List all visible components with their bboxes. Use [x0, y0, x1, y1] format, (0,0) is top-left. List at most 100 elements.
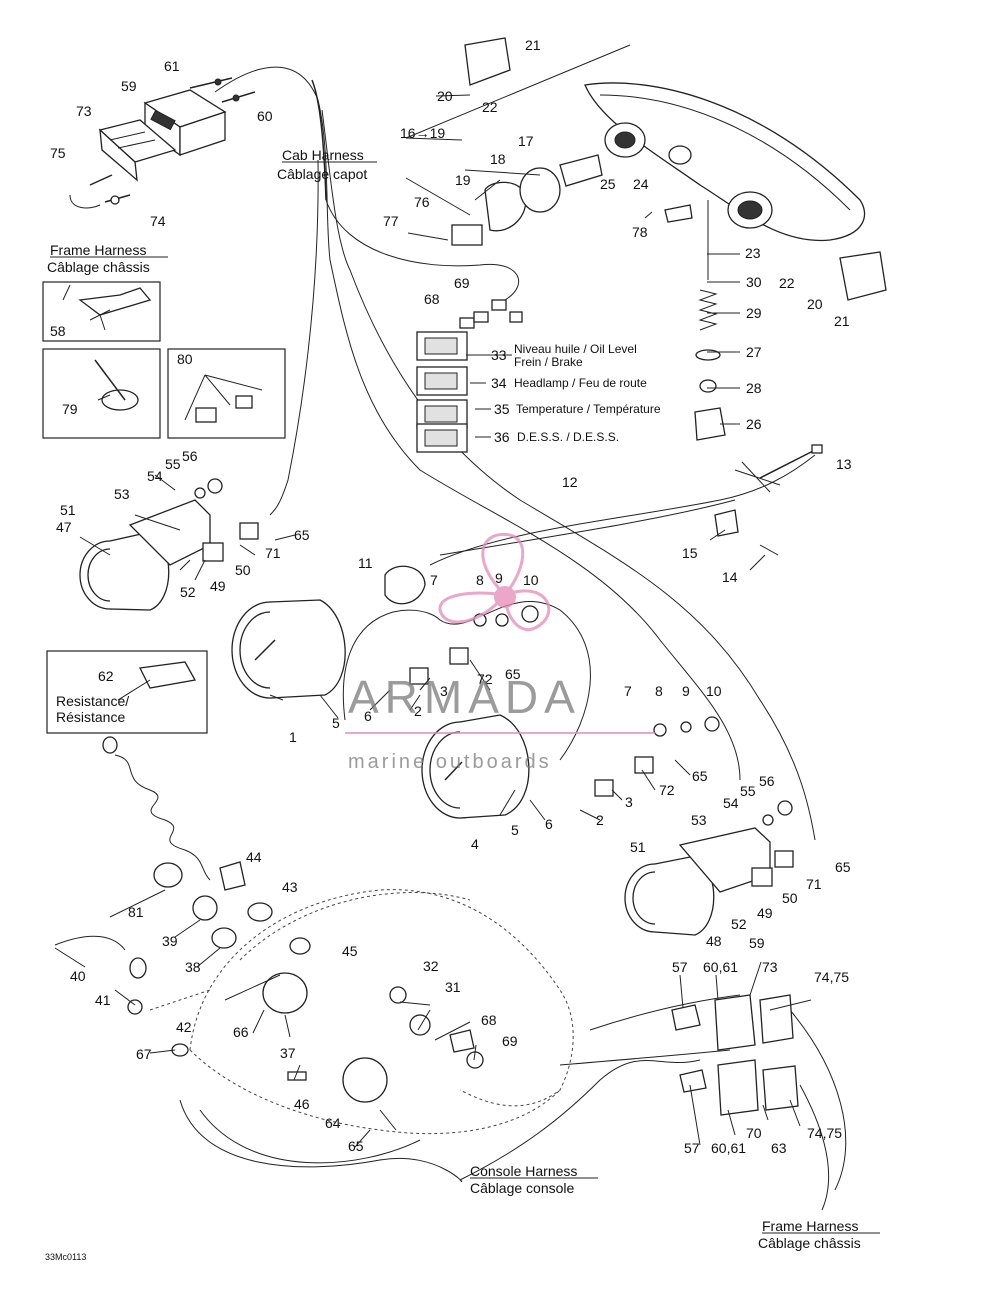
svg-text:76: 76 [414, 194, 430, 210]
svg-text:46: 46 [294, 1096, 310, 1112]
svg-text:Niveau huile / Oil Level: Niveau huile / Oil Level [514, 342, 637, 356]
svg-text:69: 69 [454, 275, 470, 291]
svg-text:58: 58 [50, 323, 66, 339]
svg-text:49: 49 [210, 578, 226, 594]
inset-58 [42, 281, 161, 342]
dess-post-parts [54, 861, 484, 1103]
svg-text:45: 45 [342, 943, 358, 959]
callout-numbers: 61 59 60 73 75 74 21 20 22 16→19 17 18 1… [50, 37, 852, 1156]
pin-74 [104, 194, 131, 205]
svg-text:40: 40 [70, 968, 86, 984]
svg-text:8: 8 [476, 572, 484, 588]
svg-text:56: 56 [182, 448, 198, 464]
resistance-label: Resistance/ Résistance [56, 693, 129, 725]
frame-harness-top-label: Frame Harness Câblage châssis [47, 242, 168, 275]
svg-text:64: 64 [325, 1115, 341, 1131]
clamp-15 [714, 509, 779, 556]
svg-text:57: 57 [684, 1140, 700, 1156]
svg-text:33: 33 [491, 347, 507, 363]
propeller-logo [438, 532, 551, 632]
console-outline [149, 889, 574, 1183]
bulb-assembly [451, 154, 603, 246]
svg-text:26: 26 [746, 416, 762, 432]
svg-text:24: 24 [633, 176, 649, 192]
svg-text:77: 77 [383, 213, 399, 229]
svg-text:Frame Harness: Frame Harness [50, 242, 146, 258]
svg-text:68: 68 [424, 291, 440, 307]
svg-text:10: 10 [706, 683, 722, 699]
svg-text:80: 80 [177, 351, 193, 367]
inset-62 [46, 650, 208, 734]
svg-text:3: 3 [625, 794, 633, 810]
svg-text:2: 2 [596, 812, 604, 828]
svg-text:36: 36 [494, 429, 510, 445]
svg-text:53: 53 [691, 812, 707, 828]
gauge-1 [231, 599, 346, 699]
svg-text:4: 4 [471, 836, 479, 852]
svg-text:47: 47 [56, 519, 72, 535]
pin-75 [89, 174, 113, 186]
gauge-hardware [194, 478, 794, 887]
svg-text:5: 5 [332, 715, 340, 731]
svg-text:35: 35 [494, 401, 510, 417]
svg-text:37: 37 [280, 1045, 296, 1061]
svg-text:20: 20 [437, 88, 453, 104]
svg-text:74,75: 74,75 [814, 969, 849, 985]
connector-block-59 [143, 89, 227, 157]
svg-text:22: 22 [482, 99, 498, 115]
bottom-connectors [671, 994, 799, 1116]
svg-text:66: 66 [233, 1024, 249, 1040]
gauge-48 [624, 827, 771, 936]
inset-79 [42, 348, 161, 439]
svg-text:60,61: 60,61 [711, 1140, 746, 1156]
svg-text:56: 56 [759, 773, 775, 789]
svg-text:42: 42 [176, 1019, 192, 1035]
svg-text:Headlamp / Feu de route: Headlamp / Feu de route [514, 376, 647, 390]
svg-text:53: 53 [114, 486, 130, 502]
svg-text:48: 48 [706, 933, 722, 949]
svg-text:9: 9 [495, 570, 503, 586]
svg-text:50: 50 [235, 562, 251, 578]
svg-text:60,61: 60,61 [703, 959, 738, 975]
svg-text:65: 65 [294, 527, 310, 543]
svg-text:6: 6 [545, 816, 553, 832]
svg-text:18: 18 [490, 151, 506, 167]
lamp-connectors [459, 299, 523, 329]
svg-text:65: 65 [348, 1138, 364, 1154]
svg-text:72: 72 [659, 782, 675, 798]
svg-text:1: 1 [289, 729, 297, 745]
svg-text:39: 39 [162, 933, 178, 949]
svg-text:50: 50 [782, 890, 798, 906]
svg-text:75: 75 [50, 145, 66, 161]
indicator-lamps [416, 331, 468, 453]
watermark-tagline: marine outboards [348, 751, 552, 773]
svg-text:23: 23 [745, 245, 761, 261]
svg-text:D.E.S.S. / D.E.S.S.: D.E.S.S. / D.E.S.S. [517, 430, 619, 444]
svg-text:51: 51 [60, 502, 76, 518]
adjuster-stack [694, 200, 726, 441]
svg-text:55: 55 [740, 783, 756, 799]
svg-text:71: 71 [265, 545, 281, 561]
svg-text:Temperature / Température: Temperature / Température [516, 402, 661, 416]
svg-text:59: 59 [749, 935, 765, 951]
clip-78 [664, 204, 693, 223]
svg-text:62: 62 [98, 668, 114, 684]
svg-text:54: 54 [723, 795, 739, 811]
svg-text:67: 67 [136, 1046, 152, 1062]
svg-text:27: 27 [746, 344, 762, 360]
svg-text:Cab Harness: Cab Harness [282, 147, 364, 163]
svg-text:20: 20 [807, 296, 823, 312]
svg-text:22: 22 [779, 275, 795, 291]
coiled-cord-81 [102, 736, 211, 881]
svg-text:72: 72 [477, 671, 493, 687]
svg-text:61: 61 [164, 58, 180, 74]
svg-text:Câblage console: Câblage console [470, 1180, 575, 1196]
svg-text:11: 11 [358, 555, 373, 571]
svg-text:Resistance/: Resistance/ [56, 693, 129, 709]
svg-text:21: 21 [834, 313, 850, 329]
svg-text:54: 54 [147, 468, 163, 484]
svg-text:79: 79 [62, 401, 78, 417]
svg-text:44: 44 [246, 849, 262, 865]
svg-text:15: 15 [682, 545, 698, 561]
